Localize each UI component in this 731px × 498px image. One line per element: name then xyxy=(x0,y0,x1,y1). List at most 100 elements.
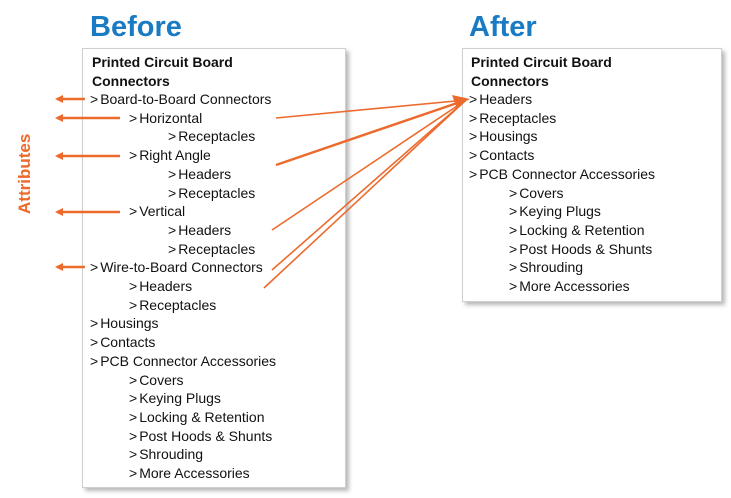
chevron-right-icon: > xyxy=(129,371,138,388)
tree-item[interactable]: >Covers xyxy=(509,184,564,203)
attributes-label-text: Attributes xyxy=(15,134,34,214)
tree-item-label: Locking & Retention xyxy=(519,221,645,238)
consolidation-arrow xyxy=(271,99,467,271)
tree-item[interactable]: >Receptacles xyxy=(168,184,255,203)
tree-item-label: More Accessories xyxy=(519,278,630,294)
tree-item-label: Keying Plugs xyxy=(519,203,601,220)
tree-item[interactable]: >Contacts xyxy=(469,146,534,165)
after-heading: After xyxy=(469,11,537,43)
tree-item-label: Shrouding xyxy=(519,259,584,276)
tree-item[interactable]: >Vertical xyxy=(129,202,185,221)
after-category-tree: Printed Circuit Board Connectors >Header… xyxy=(462,48,722,302)
tree-item-label: Receptacles xyxy=(139,296,217,313)
tree-item-label: Horizontal xyxy=(139,109,203,126)
chevron-right-icon: > xyxy=(509,203,518,220)
tree-item-label: Post Hoods & Shunts xyxy=(519,240,653,257)
chevron-right-icon: > xyxy=(129,278,138,294)
chevron-right-icon: > xyxy=(129,390,138,407)
tree-item[interactable]: >More Accessories xyxy=(509,277,630,296)
chevron-right-icon: > xyxy=(469,128,478,145)
tree-item[interactable]: >Shrouding xyxy=(129,445,203,464)
tree-item-label: Covers xyxy=(519,184,564,201)
tree-item[interactable]: >Locking & Retention xyxy=(509,221,645,240)
chevron-right-icon: > xyxy=(129,446,138,463)
tree-item[interactable]: >Receptacles xyxy=(168,240,255,259)
tree-item[interactable]: >Post Hoods & Shunts xyxy=(129,427,272,446)
consolidation-arrow xyxy=(275,99,467,119)
chevron-right-icon: > xyxy=(509,278,518,294)
chevron-right-icon: > xyxy=(168,165,177,182)
chevron-right-icon: > xyxy=(168,221,177,238)
tree-item[interactable]: >Headers xyxy=(469,90,532,109)
chevron-right-icon: > xyxy=(168,184,177,201)
before-heading: Before xyxy=(90,11,182,43)
arrowhead-icon xyxy=(452,95,470,106)
tree-item-label: Receptacles xyxy=(178,240,256,257)
tree-item-label: Right Angle xyxy=(139,147,211,164)
tree-item[interactable]: >Housings xyxy=(469,127,538,146)
tree-item[interactable]: >More Accessories xyxy=(129,464,250,483)
consolidation-arrow xyxy=(263,99,467,289)
tree-item-label: Headers xyxy=(178,165,232,182)
tree-item[interactable]: >Contacts xyxy=(90,333,155,352)
consolidation-arrow xyxy=(275,98,467,167)
chevron-right-icon: > xyxy=(168,128,177,145)
chevron-right-icon: > xyxy=(168,240,177,257)
chevron-right-icon: > xyxy=(129,296,138,313)
chevron-right-icon: > xyxy=(129,427,138,444)
tree-item-label: Headers xyxy=(178,221,232,238)
tree-item[interactable]: >PCB Connector Accessories xyxy=(469,165,655,184)
before-category-tree: Printed Circuit Board Connectors >Board-… xyxy=(82,48,346,488)
tree-item[interactable]: >Wire-to-Board Connectors xyxy=(90,258,263,277)
tree-item-label: Headers xyxy=(479,91,533,107)
chevron-right-icon: > xyxy=(90,91,99,107)
chevron-right-icon: > xyxy=(90,352,99,369)
chevron-right-icon: > xyxy=(90,334,99,351)
tree-item[interactable]: >Receptacles xyxy=(129,296,216,315)
tree-item[interactable]: >Headers xyxy=(168,221,231,240)
tree-item-label: Receptacles xyxy=(178,184,256,201)
tree-item-label: Contacts xyxy=(479,147,535,164)
chevron-right-icon: > xyxy=(509,221,518,238)
tree-item[interactable]: >PCB Connector Accessories xyxy=(90,352,276,371)
chevron-right-icon: > xyxy=(509,184,518,201)
before-panel-title-line1: Printed Circuit Board xyxy=(92,54,233,70)
chevron-right-icon: > xyxy=(509,240,518,257)
chevron-right-icon: > xyxy=(469,109,478,126)
chevron-right-icon: > xyxy=(509,259,518,276)
tree-item[interactable]: >Housings xyxy=(90,314,159,333)
tree-item[interactable]: >Keying Plugs xyxy=(509,202,601,221)
tree-item-label: Covers xyxy=(139,371,184,388)
tree-item[interactable]: >Horizontal xyxy=(129,109,202,128)
tree-item[interactable]: >Covers xyxy=(129,371,184,390)
after-panel-title-line2: Connectors xyxy=(471,72,549,89)
tree-item-label: Housings xyxy=(100,315,159,332)
tree-item-label: PCB Connector Accessories xyxy=(479,165,656,182)
chevron-right-icon: > xyxy=(129,408,138,425)
chevron-right-icon: > xyxy=(129,203,138,220)
tree-item[interactable]: >Headers xyxy=(168,165,231,184)
tree-item[interactable]: >Receptacles xyxy=(469,109,556,128)
tree-item-label: Shrouding xyxy=(139,446,204,463)
chevron-right-icon: > xyxy=(469,165,478,182)
tree-item-label: PCB Connector Accessories xyxy=(100,352,277,369)
tree-item[interactable]: >Right Angle xyxy=(129,146,211,165)
tree-item-label: Wire-to-Board Connectors xyxy=(100,259,263,276)
tree-item[interactable]: >Keying Plugs xyxy=(129,389,221,408)
consolidation-arrow xyxy=(271,99,467,231)
tree-item[interactable]: >Headers xyxy=(129,277,192,296)
tree-item[interactable]: >Board-to-Board Connectors xyxy=(90,90,271,109)
chevron-right-icon: > xyxy=(90,259,99,276)
tree-item-label: Vertical xyxy=(139,203,186,220)
chevron-right-icon: > xyxy=(129,465,138,481)
tree-item[interactable]: >Shrouding xyxy=(509,258,583,277)
after-panel-title-line1: Printed Circuit Board xyxy=(471,54,612,70)
tree-item-label: More Accessories xyxy=(139,465,250,481)
tree-item-label: Receptacles xyxy=(178,128,256,145)
tree-item[interactable]: >Receptacles xyxy=(168,127,255,146)
tree-item[interactable]: >Locking & Retention xyxy=(129,408,265,427)
chevron-right-icon: > xyxy=(90,315,99,332)
tree-item[interactable]: >Post Hoods & Shunts xyxy=(509,240,652,259)
chevron-right-icon: > xyxy=(129,147,138,164)
